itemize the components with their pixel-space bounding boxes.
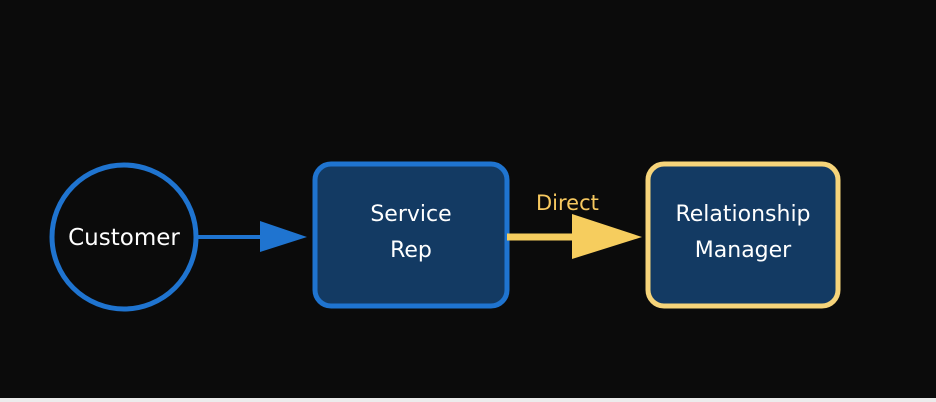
customer-label: Customer <box>68 225 180 251</box>
bottom-edge-strip <box>0 398 936 402</box>
relationship-manager-node <box>645 161 841 309</box>
relationship-manager-label-line1: Relationship <box>675 202 811 227</box>
service-rep-label-line2: Rep <box>390 238 432 263</box>
relationship-manager-label-line2: Manager <box>694 238 792 263</box>
edge-label-direct: Direct <box>536 191 599 215</box>
customer-node <box>49 162 199 312</box>
service-rep-to-manager-arrowhead <box>572 214 642 259</box>
service-rep-label-line1: Service <box>370 202 452 227</box>
customer-to-service-rep-arrowhead <box>260 221 307 252</box>
